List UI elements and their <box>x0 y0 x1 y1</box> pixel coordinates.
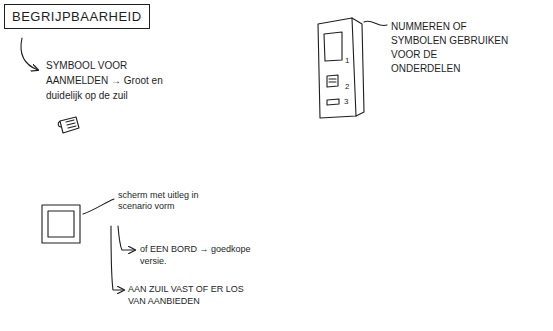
callout-number: 1 <box>345 56 352 66</box>
screen-outer <box>42 205 80 243</box>
hand-arrow <box>21 38 38 70</box>
note: of EEN BORD → goedkope versie. <box>140 243 270 267</box>
leader-line <box>83 199 114 214</box>
note: SYMBOOL VOOR AANMELDEN → Groot en duidel… <box>46 58 166 103</box>
callout-number: 2 <box>345 82 352 92</box>
callout-number: 3 <box>344 97 351 107</box>
title: BEGRIJPBAARHEID <box>12 9 142 24</box>
note: scherm met uitleg in scenario vorm <box>118 190 210 212</box>
kiosk-slot <box>327 99 339 105</box>
screen-inner <box>48 211 74 237</box>
kiosk-front <box>318 18 356 118</box>
note: NUMMEREN OF SYMBOLEN GEBRUIKEN VOOR DE O… <box>391 20 509 76</box>
kiosk-screen <box>324 32 342 61</box>
hand-arrow <box>118 226 135 250</box>
scroll-icon <box>58 117 79 133</box>
kiosk-side <box>352 18 364 116</box>
note: AAN ZUIL VAST OF ER LOS VAN AANBIEDEN <box>128 283 260 307</box>
title-box: BEGRIJPBAARHEID <box>4 4 150 29</box>
leader-line <box>364 21 387 26</box>
hand-arrow <box>111 226 124 290</box>
kiosk-keypad <box>327 75 338 87</box>
